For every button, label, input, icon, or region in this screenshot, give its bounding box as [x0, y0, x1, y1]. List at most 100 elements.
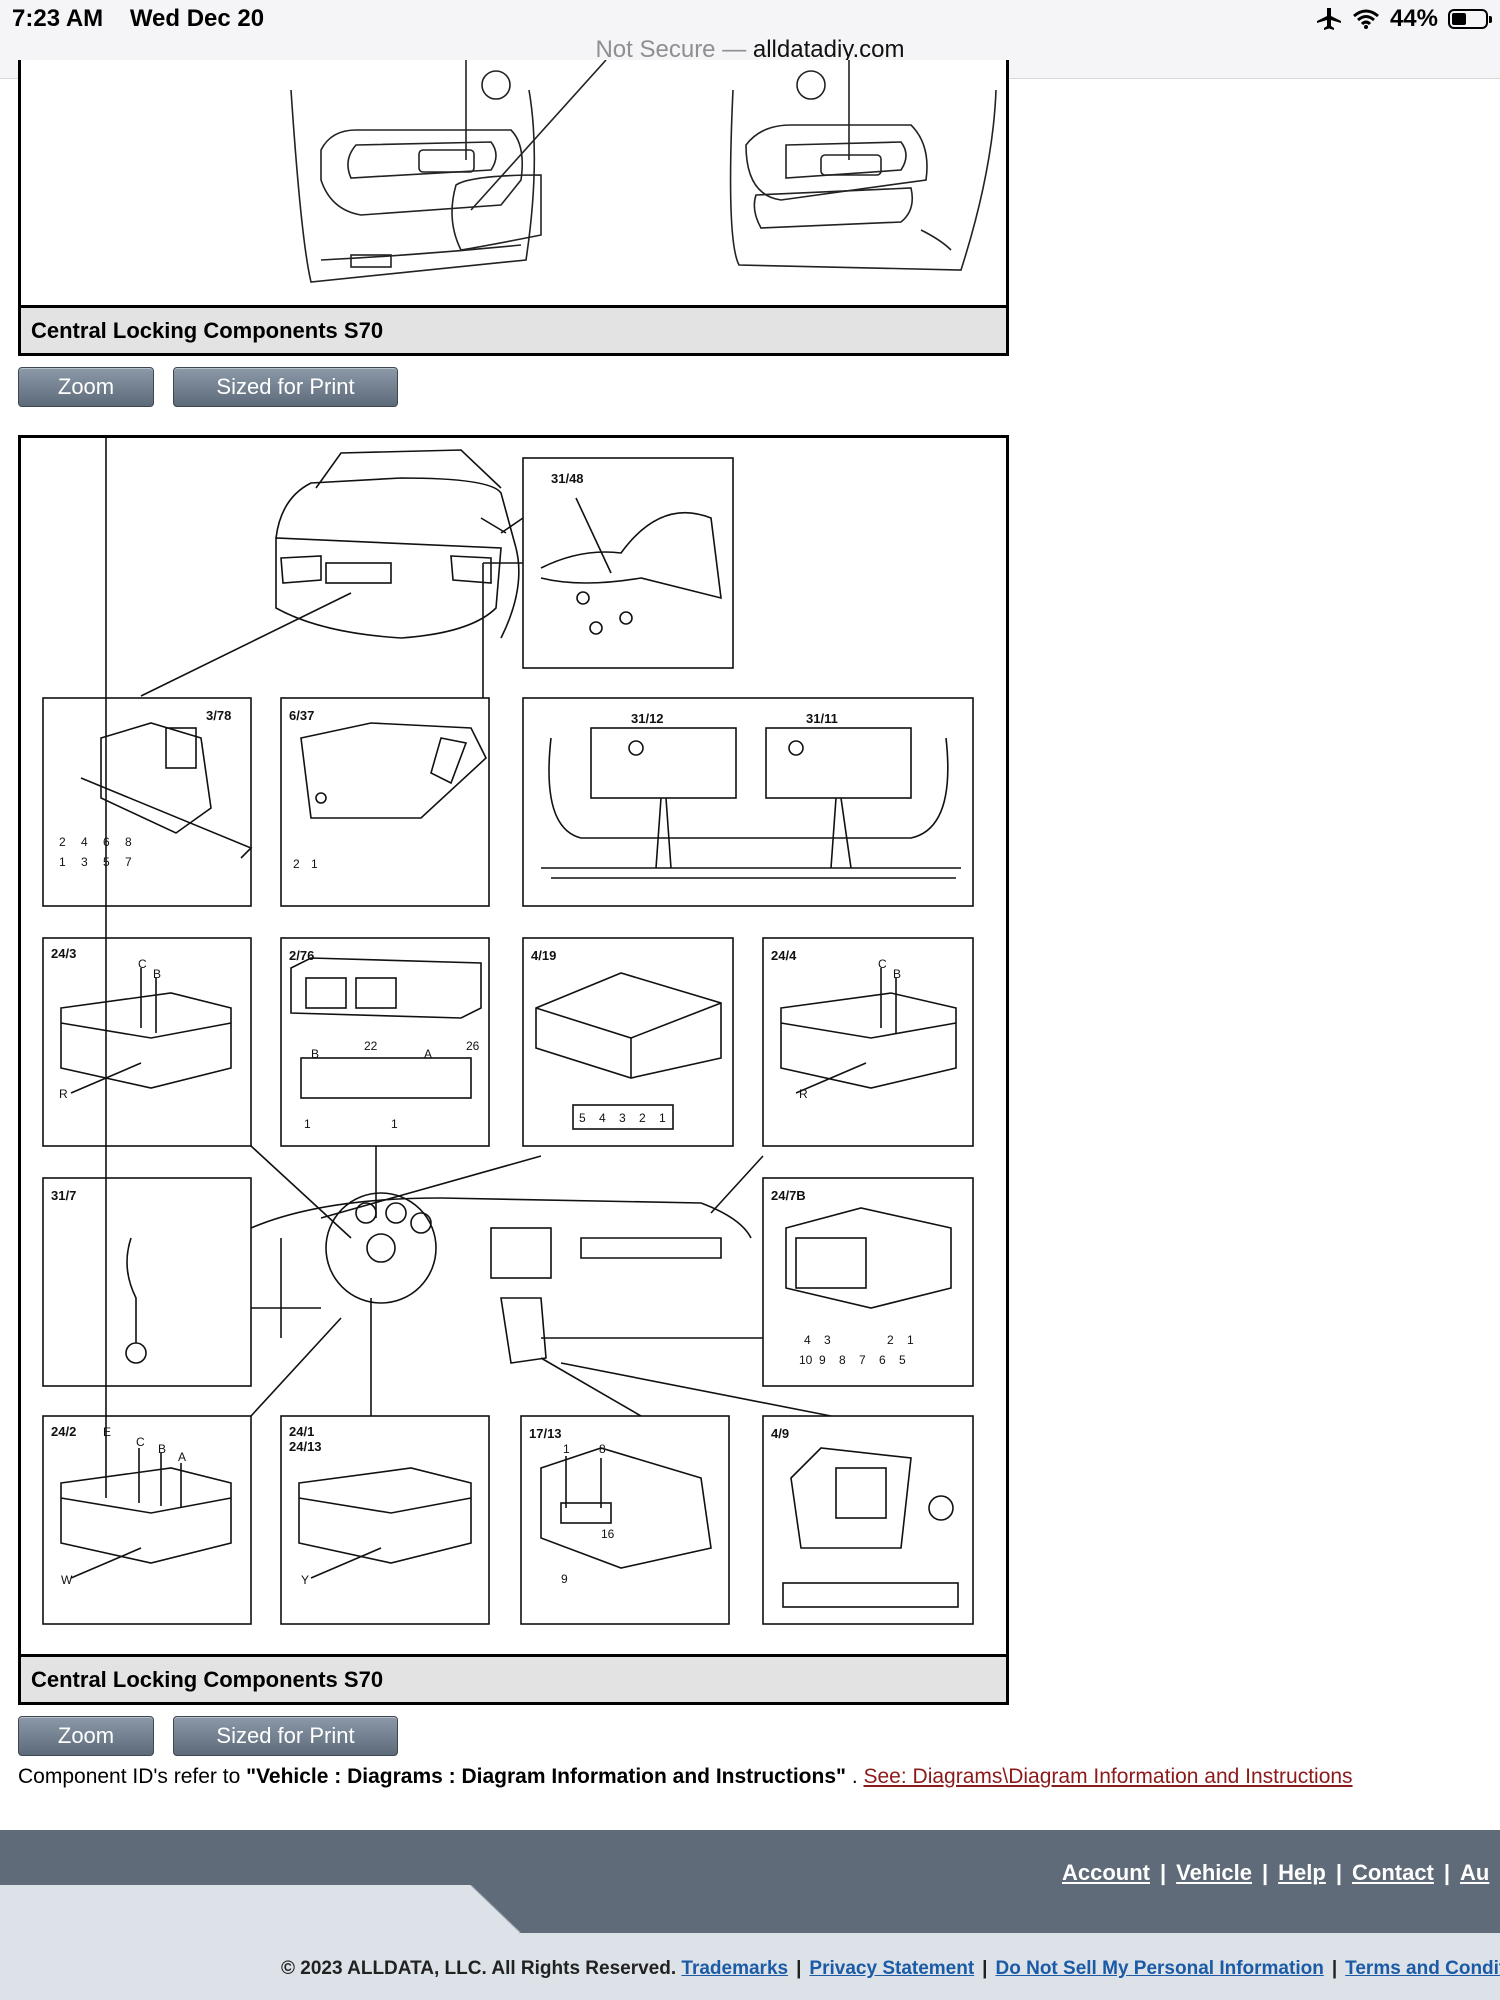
component-id-label: 31/12 — [631, 711, 664, 726]
note-bold: "Vehicle : Diagrams : Diagram Informatio… — [246, 1765, 846, 1788]
pin-label: 8 — [599, 1442, 606, 1456]
pin-label: C — [878, 957, 887, 971]
panel-24-4 — [762, 937, 974, 1147]
note-prefix: Component ID's refer to — [18, 1765, 247, 1788]
component-id-label: 24/7B — [771, 1188, 806, 1203]
pin-label: 3 — [619, 1111, 626, 1125]
address-bar[interactable]: Not Secure — alldatadiy.com — [0, 36, 1500, 64]
pin-label: 9 — [561, 1572, 568, 1586]
note-middle: . — [845, 1765, 864, 1788]
panel-6-37 — [280, 697, 490, 907]
footer-link-about[interactable]: Au — [1460, 1860, 1490, 1885]
pin-label: E — [103, 1425, 111, 1439]
pin-label: 5 — [103, 855, 110, 869]
footer-link-contact[interactable]: Contact — [1352, 1860, 1434, 1885]
pin-label: 9 — [819, 1353, 826, 1367]
component-id-label: 31/11 — [806, 711, 838, 726]
component-id-label: 31/48 — [551, 471, 584, 486]
car-rear-illustration — [140, 449, 524, 698]
panel-24-1 — [280, 1415, 490, 1625]
panel-31-7 — [42, 1177, 252, 1387]
pin-label: Y — [301, 1573, 309, 1587]
trademarks-link[interactable]: Trademarks — [681, 1958, 789, 1979]
pin-label: 6 — [879, 1353, 886, 1367]
status-indicators: 44% — [1316, 5, 1492, 33]
pin-label: 4 — [81, 835, 88, 849]
pin-label: 26 — [466, 1039, 480, 1053]
pin-label: 6 — [103, 835, 110, 849]
pin-label: 1 — [59, 855, 66, 869]
do-not-sell-link[interactable]: Do Not Sell My Personal Information — [995, 1958, 1324, 1979]
airplane-icon — [1316, 8, 1341, 30]
pin-label: C — [138, 957, 147, 971]
component-id-label: 24/2 — [51, 1424, 76, 1439]
central-locking-components-diagram: 31/483/786/3731/1231/1124/32/764/1924/43… — [42, 438, 974, 1625]
footer-notch-shape — [0, 1885, 1500, 1934]
panel-4-19 — [522, 937, 734, 1147]
battery-percent: 44% — [1389, 5, 1438, 32]
pin-label: 16 — [601, 1527, 615, 1541]
pin-label: 1 — [907, 1333, 914, 1347]
status-time: 7:23 AM — [12, 5, 104, 32]
figure-caption: Central Locking Components S70 — [21, 1654, 1006, 1702]
status-date: Wed Dec 20 — [129, 5, 265, 32]
pin-label: W — [61, 1573, 73, 1587]
pin-label: 4 — [599, 1111, 606, 1125]
footer-nav: Account|Vehicle|Help|Contact|Au — [1062, 1860, 1490, 1885]
panel-17-13 — [520, 1415, 730, 1625]
footer-link-account[interactable]: Account — [1062, 1860, 1150, 1885]
pin-label: 22 — [364, 1039, 378, 1053]
dashboard-illustration — [250, 1145, 832, 1417]
privacy-statement-link[interactable]: Privacy Statement — [809, 1958, 975, 1979]
terms-link[interactable]: Terms and Conditio — [1345, 1958, 1500, 1979]
component-id-label: 4/19 — [531, 948, 556, 963]
panel-31-48 — [522, 457, 734, 669]
pin-label: 1 — [304, 1117, 311, 1131]
copyright-line: © 2023 ALLDATA, LLC. All Rights Reserved… — [281, 1958, 1500, 1980]
pin-label: R — [799, 1087, 808, 1101]
pin-label: A — [424, 1047, 432, 1061]
diagram-figure-1: Central Locking Components S70 — [18, 60, 1009, 356]
component-id-note: Component ID's refer to "Vehicle : Diagr… — [18, 1765, 1353, 1789]
pin-label: 3 — [81, 855, 88, 869]
pin-label: 7 — [859, 1353, 866, 1367]
component-id-label: 3/78 — [206, 708, 231, 723]
component-id-label: 31/7 — [51, 1188, 76, 1203]
pin-label: 4 — [804, 1333, 811, 1347]
pin-label: B — [311, 1047, 319, 1061]
panel-3-78 — [42, 697, 252, 907]
pin-label: B — [153, 967, 161, 981]
pin-label: R — [59, 1087, 68, 1101]
diagram-info-link[interactable]: See: Diagrams\Diagram Information and In… — [863, 1765, 1353, 1788]
not-secure-label: Not Secure — — [595, 36, 747, 63]
pin-label: 1 — [659, 1111, 666, 1125]
zoom-button[interactable]: Zoom — [18, 1716, 154, 1756]
pin-label: 5 — [579, 1111, 586, 1125]
component-id-label: 4/9 — [771, 1426, 789, 1441]
pin-label: 10 — [799, 1353, 813, 1367]
panel-31-12-11 — [522, 697, 974, 907]
component-id-label: 24/3 — [51, 946, 76, 961]
pin-label: 2 — [639, 1111, 646, 1125]
zoom-button[interactable]: Zoom — [18, 367, 154, 407]
pin-label: B — [158, 1442, 166, 1456]
pin-label: 2 — [887, 1333, 894, 1347]
footer-link-help[interactable]: Help — [1278, 1860, 1326, 1885]
battery-level — [1452, 13, 1467, 25]
door-panels-diagram — [290, 60, 997, 283]
footer-link-vehicle[interactable]: Vehicle — [1176, 1860, 1252, 1885]
pin-label: 8 — [839, 1353, 846, 1367]
panel-2-76 — [280, 937, 490, 1147]
sized-for-print-button[interactable]: Sized for Print — [173, 1716, 398, 1756]
component-id-label: 6/37 — [289, 708, 314, 723]
pin-label: C — [136, 1435, 145, 1449]
pin-label: 1 — [391, 1117, 398, 1131]
wifi-icon — [1352, 9, 1379, 29]
component-id-label: 2/76 — [289, 948, 314, 963]
pin-label: B — [893, 967, 901, 981]
sized-for-print-button[interactable]: Sized for Print — [173, 367, 398, 407]
site-footer: Account|Vehicle|Help|Contact|Au © 2023 A… — [0, 1830, 1500, 2000]
pin-label: 5 — [899, 1353, 906, 1367]
pin-label: 2 — [293, 857, 300, 871]
